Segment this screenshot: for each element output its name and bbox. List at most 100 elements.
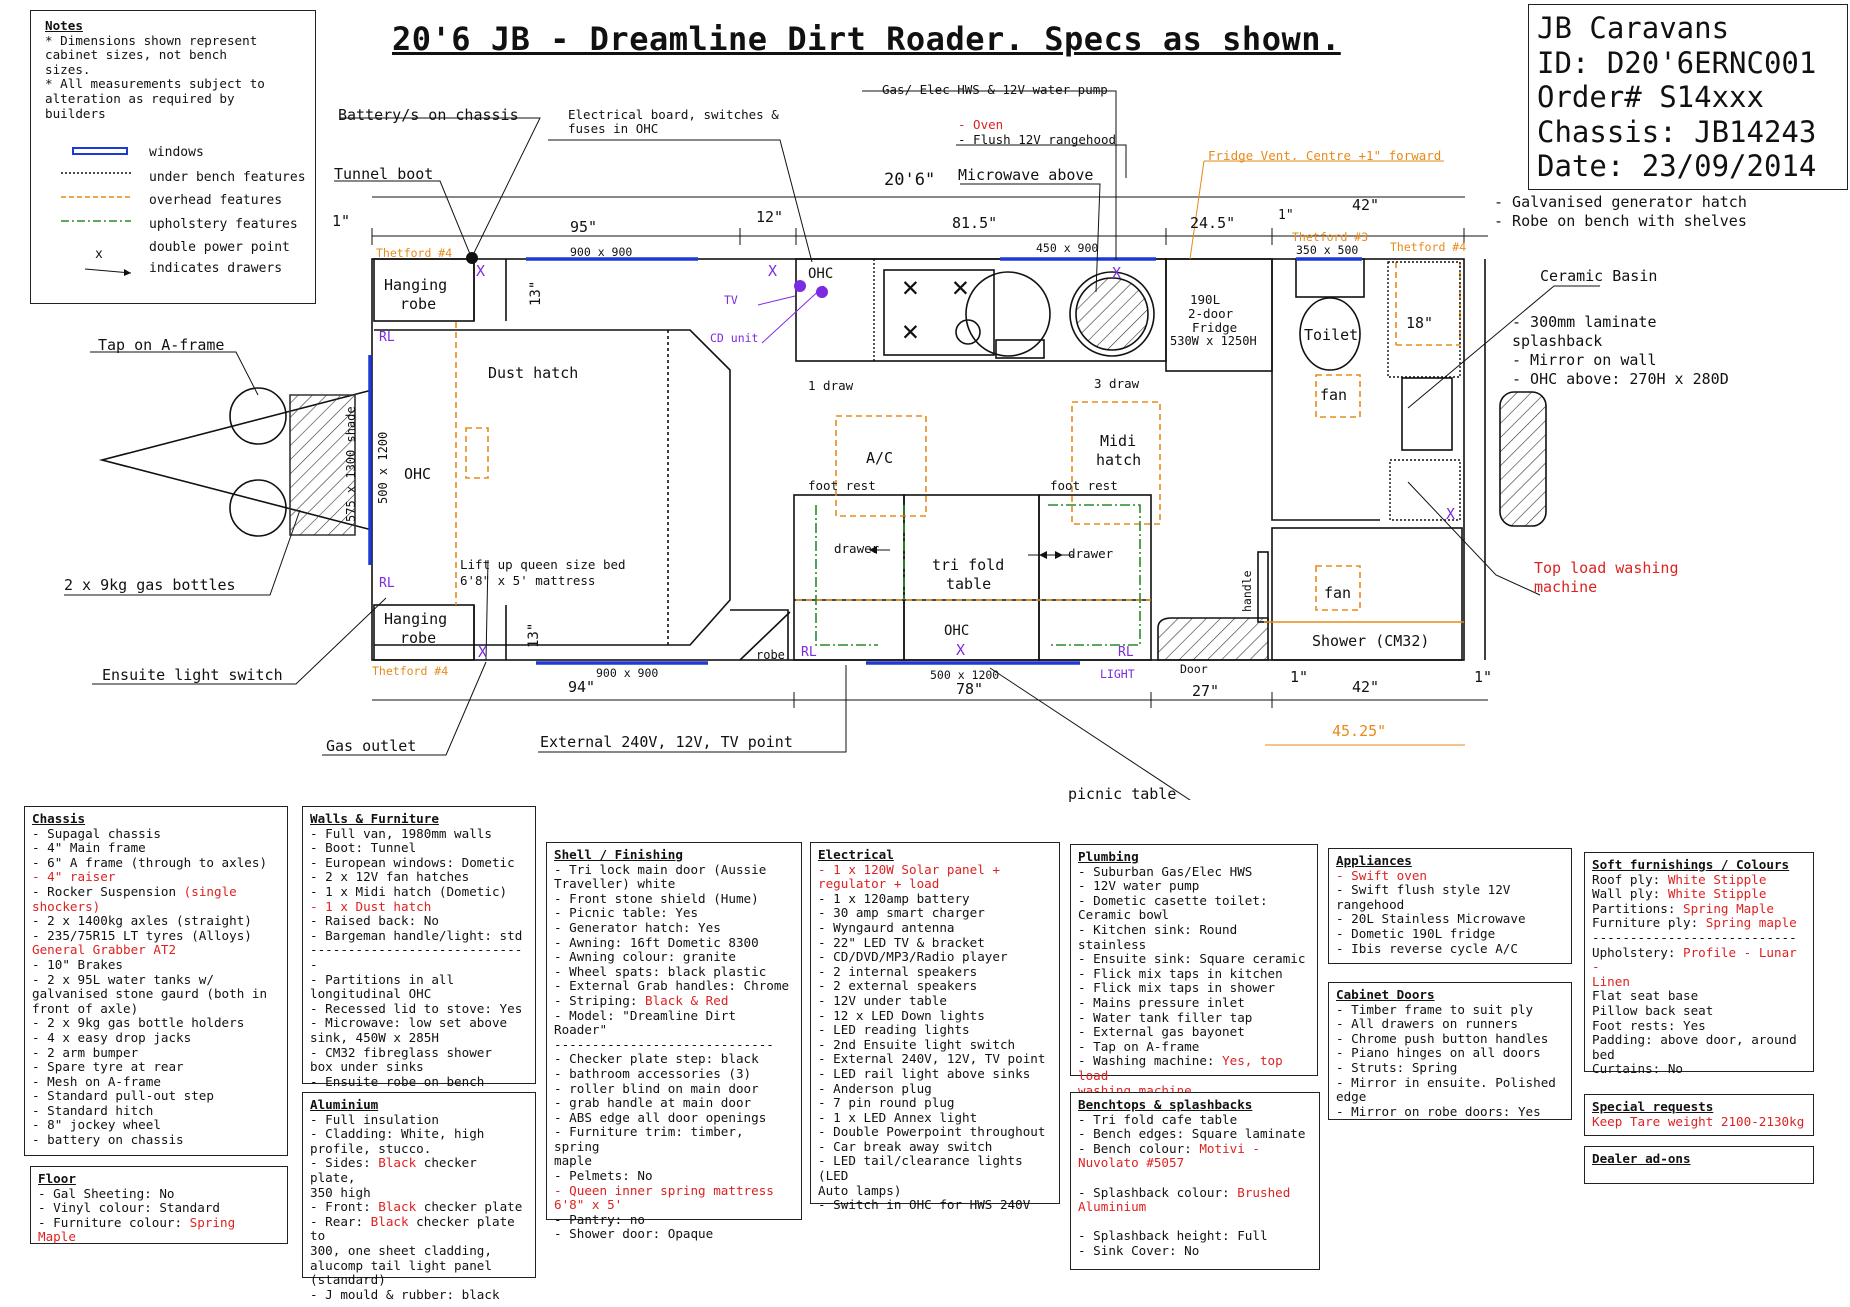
tri-fold-label: tri fold: [932, 556, 1005, 574]
light-label: LIGHT: [1100, 667, 1135, 681]
shell-line: maple: [554, 1153, 592, 1169]
sink-drainer: [1069, 271, 1155, 357]
electrical-line: - 12 x LED Down lights: [818, 1007, 985, 1023]
tunnel-boot-label: Tunnel boot: [334, 165, 434, 183]
shell-line: - Generator hatch: Yes: [554, 919, 721, 935]
floor-line: - Gal Sheeting: No: [38, 1185, 175, 1201]
special-line: Keep Tare weight 2100-2130kg: [1592, 1113, 1805, 1129]
electrical-line: - CD/DVD/MP3/Radio player: [818, 949, 1008, 965]
toilet-cistern: [1295, 258, 1365, 298]
panel-benchtops: Benchtops & splashbacks- Tri fold cafe t…: [1070, 1092, 1320, 1270]
soft-line: Curtains: No: [1592, 1061, 1683, 1077]
panel-shell: Shell / Finishing- Tri lock main door (A…: [546, 842, 802, 1241]
queen-bed: [374, 329, 731, 646]
plumbing-line: - Kitchen sink: Round stainless: [1078, 921, 1238, 952]
oven-label: - Oven: [958, 117, 1004, 132]
shell-line: - Awning: 16ft Dometic 8300: [554, 934, 759, 950]
shell-line: - Pelmets: No: [554, 1168, 653, 1184]
gas-bottle: [229, 479, 287, 537]
fan-label: fan: [1324, 584, 1352, 602]
chassis-line: - 2 x 9kg gas bottle holders: [32, 1015, 245, 1031]
page-title: 20'6 JB - Dreamline Dirt Roader. Specs a…: [392, 20, 1341, 58]
shade-label: 575 x 1300 shade: [344, 406, 358, 522]
special-heading: Special requests: [1592, 1099, 1714, 1114]
panel-appliances: Appliances- Swift oven- Swift flush styl…: [1328, 848, 1572, 964]
benchtops-line: Nuvolato #5057: [1078, 1155, 1185, 1171]
panel-floor: Floor- Gal Sheeting: No- Vinyl colour: S…: [30, 1166, 288, 1244]
floor-line: - Vinyl colour: Standard: [38, 1200, 220, 1216]
plumbing-line: - Washing machine: Yes, top load: [1078, 1053, 1283, 1083]
tap-label: Tap on A-frame: [98, 336, 225, 354]
plumbing-line: - Tap on A-frame: [1078, 1038, 1200, 1054]
shell-line: - Shower door: Opaque: [554, 1226, 714, 1242]
dim: 42": [1352, 678, 1380, 696]
gas-bottles-label: 2 x 9kg gas bottles: [64, 576, 236, 594]
generator-hatch: [1499, 391, 1547, 527]
bed-label: 6'8" x 5' mattress: [460, 573, 596, 588]
ensuite-switch-label: Ensuite light switch: [102, 666, 283, 684]
electrical-line: - External 240V, 12V, TV point: [818, 1051, 1046, 1067]
legend-window-symbol: [72, 147, 128, 155]
ensuite-basin: [1401, 377, 1453, 451]
cabinet-line: - All drawers on runners: [1336, 1016, 1518, 1032]
aluminium-line: - Sides: Black checker plate,: [310, 1155, 477, 1185]
plumbing-line: - Flick mix taps in kitchen: [1078, 965, 1283, 981]
soft-line: Flat seat base: [1592, 988, 1699, 1004]
plumbing-line: - External gas bayonet: [1078, 1024, 1245, 1040]
shell-line: - Model: "Dreamline Dirt Roader": [554, 1007, 736, 1038]
window-size: 900 x 900: [596, 666, 659, 680]
walls-line: - Bargeman handle/light: std: [310, 927, 523, 943]
shell-line: - Queen inner spring mattress: [554, 1182, 774, 1198]
benchtops-line: - Splashback colour: Brushed: [1078, 1184, 1291, 1200]
step-hatch: [1157, 617, 1269, 661]
dim: 13": [526, 622, 542, 648]
toilet-label: Toilet: [1304, 326, 1359, 344]
electrical-line: - 22" LED TV & bracket: [818, 934, 985, 950]
dim: 27": [1192, 682, 1220, 700]
plumbing-line: - Dometic casette toilet:: [1078, 892, 1268, 908]
plumbing-line: - Suburban Gas/Elec HWS: [1078, 863, 1253, 879]
ac-label: A/C: [866, 449, 894, 467]
legend-label: indicates drawers: [149, 261, 283, 276]
panel-cabinet: Cabinet Doors- Timber frame to suit ply-…: [1328, 982, 1572, 1120]
panel-plumbing: Plumbing- Suburban Gas/Elec HWS- 12V wat…: [1070, 844, 1318, 1097]
chassis-line: - 6" A frame (through to axles): [32, 854, 268, 870]
electrical-line: - LED tail/clearance lights (LED: [818, 1153, 1023, 1184]
dim: 24.5": [1190, 214, 1236, 232]
window-size: 900 x 900: [570, 245, 633, 259]
soft-line: Pillow back seat: [1592, 1002, 1714, 1018]
ohc-label: OHC: [808, 266, 834, 282]
aluminium-line: - Front: Black checker plate: [310, 1199, 523, 1215]
reading-light: RL: [1118, 645, 1134, 660]
electrical-line: - 30 amp smart charger: [818, 905, 985, 921]
chassis-line: - Supagal chassis: [32, 825, 161, 841]
shell-heading: Shell / Finishing: [554, 847, 683, 862]
walls-line: - 2 x 12V fan hatches: [310, 869, 470, 885]
tv-label: TV: [724, 293, 738, 307]
shower-label: Shower (CM32): [1312, 632, 1430, 650]
dim-206: 20'6": [884, 170, 936, 190]
walls-line: - Microwave: low set above: [310, 1015, 508, 1031]
legend-symbols: [61, 147, 132, 276]
dinette-seat-right: [1038, 494, 1152, 661]
cd-unit-label: CD unit: [710, 331, 759, 345]
hanging-robe-label: Hanging: [384, 610, 448, 628]
walls-line: -----------------------------: [310, 942, 523, 972]
ext-point-label: External 240V, 12V, TV point: [540, 733, 793, 751]
dim: 1": [1474, 668, 1493, 686]
fridge-label: 2-door: [1188, 306, 1234, 321]
chassis-line: - Spare tyre at rear: [32, 1059, 184, 1075]
power-point-x: X: [478, 643, 488, 661]
fridge-label: Fridge: [1192, 320, 1238, 335]
shell-line: - Pantry: no: [554, 1211, 645, 1227]
id-line: ID: D20'6ERNC001: [1537, 45, 1817, 80]
benchtops-line: - Sink Cover: No: [1078, 1242, 1200, 1258]
fan-label: fan: [1320, 386, 1348, 404]
legend-label: overhead features: [149, 193, 283, 208]
chassis-line: - Standard pull-out step: [32, 1088, 214, 1104]
dim: 45.25": [1332, 722, 1387, 740]
dim: 81.5": [952, 214, 998, 232]
electrical-line: - 2nd Ensuite light switch: [818, 1036, 1016, 1052]
sink-round: [965, 271, 1051, 357]
